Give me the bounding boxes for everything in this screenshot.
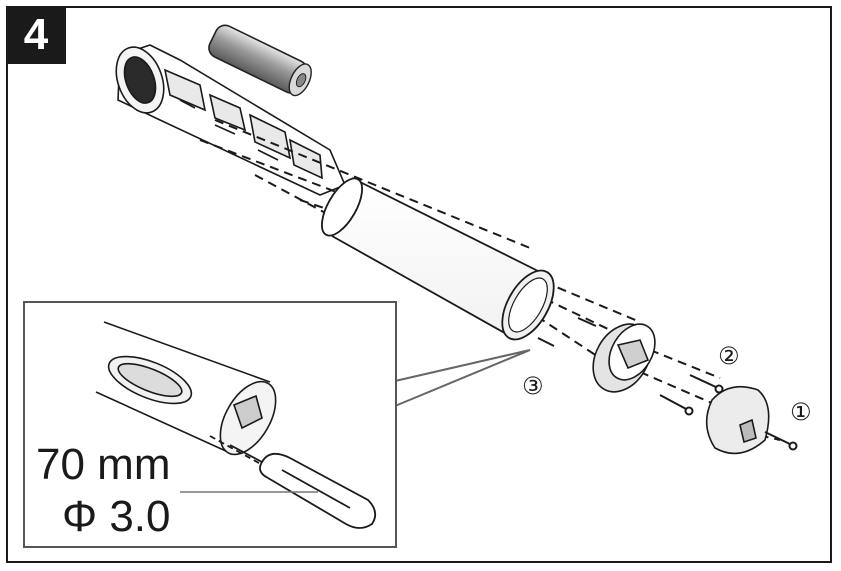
callout-2: ②	[718, 342, 740, 370]
screwdriver-icon	[209, 435, 377, 529]
inner-chassis	[115, 44, 347, 196]
step-number-badge: 4	[6, 6, 66, 64]
battery-icon	[208, 24, 312, 97]
diagram-frame	[6, 6, 832, 563]
handle-tube	[321, 177, 555, 341]
screwdriver-diameter-label: Φ 3.0	[62, 492, 171, 541]
inset-handle-closeup	[95, 320, 277, 456]
end-cap-outer	[705, 385, 770, 455]
screwdriver-length-label: 70 mm	[36, 440, 171, 489]
callout-1: ①	[790, 398, 812, 426]
callout-3: ③	[522, 372, 544, 400]
end-cap-inner	[592, 323, 656, 393]
screw-icon	[537, 317, 798, 451]
